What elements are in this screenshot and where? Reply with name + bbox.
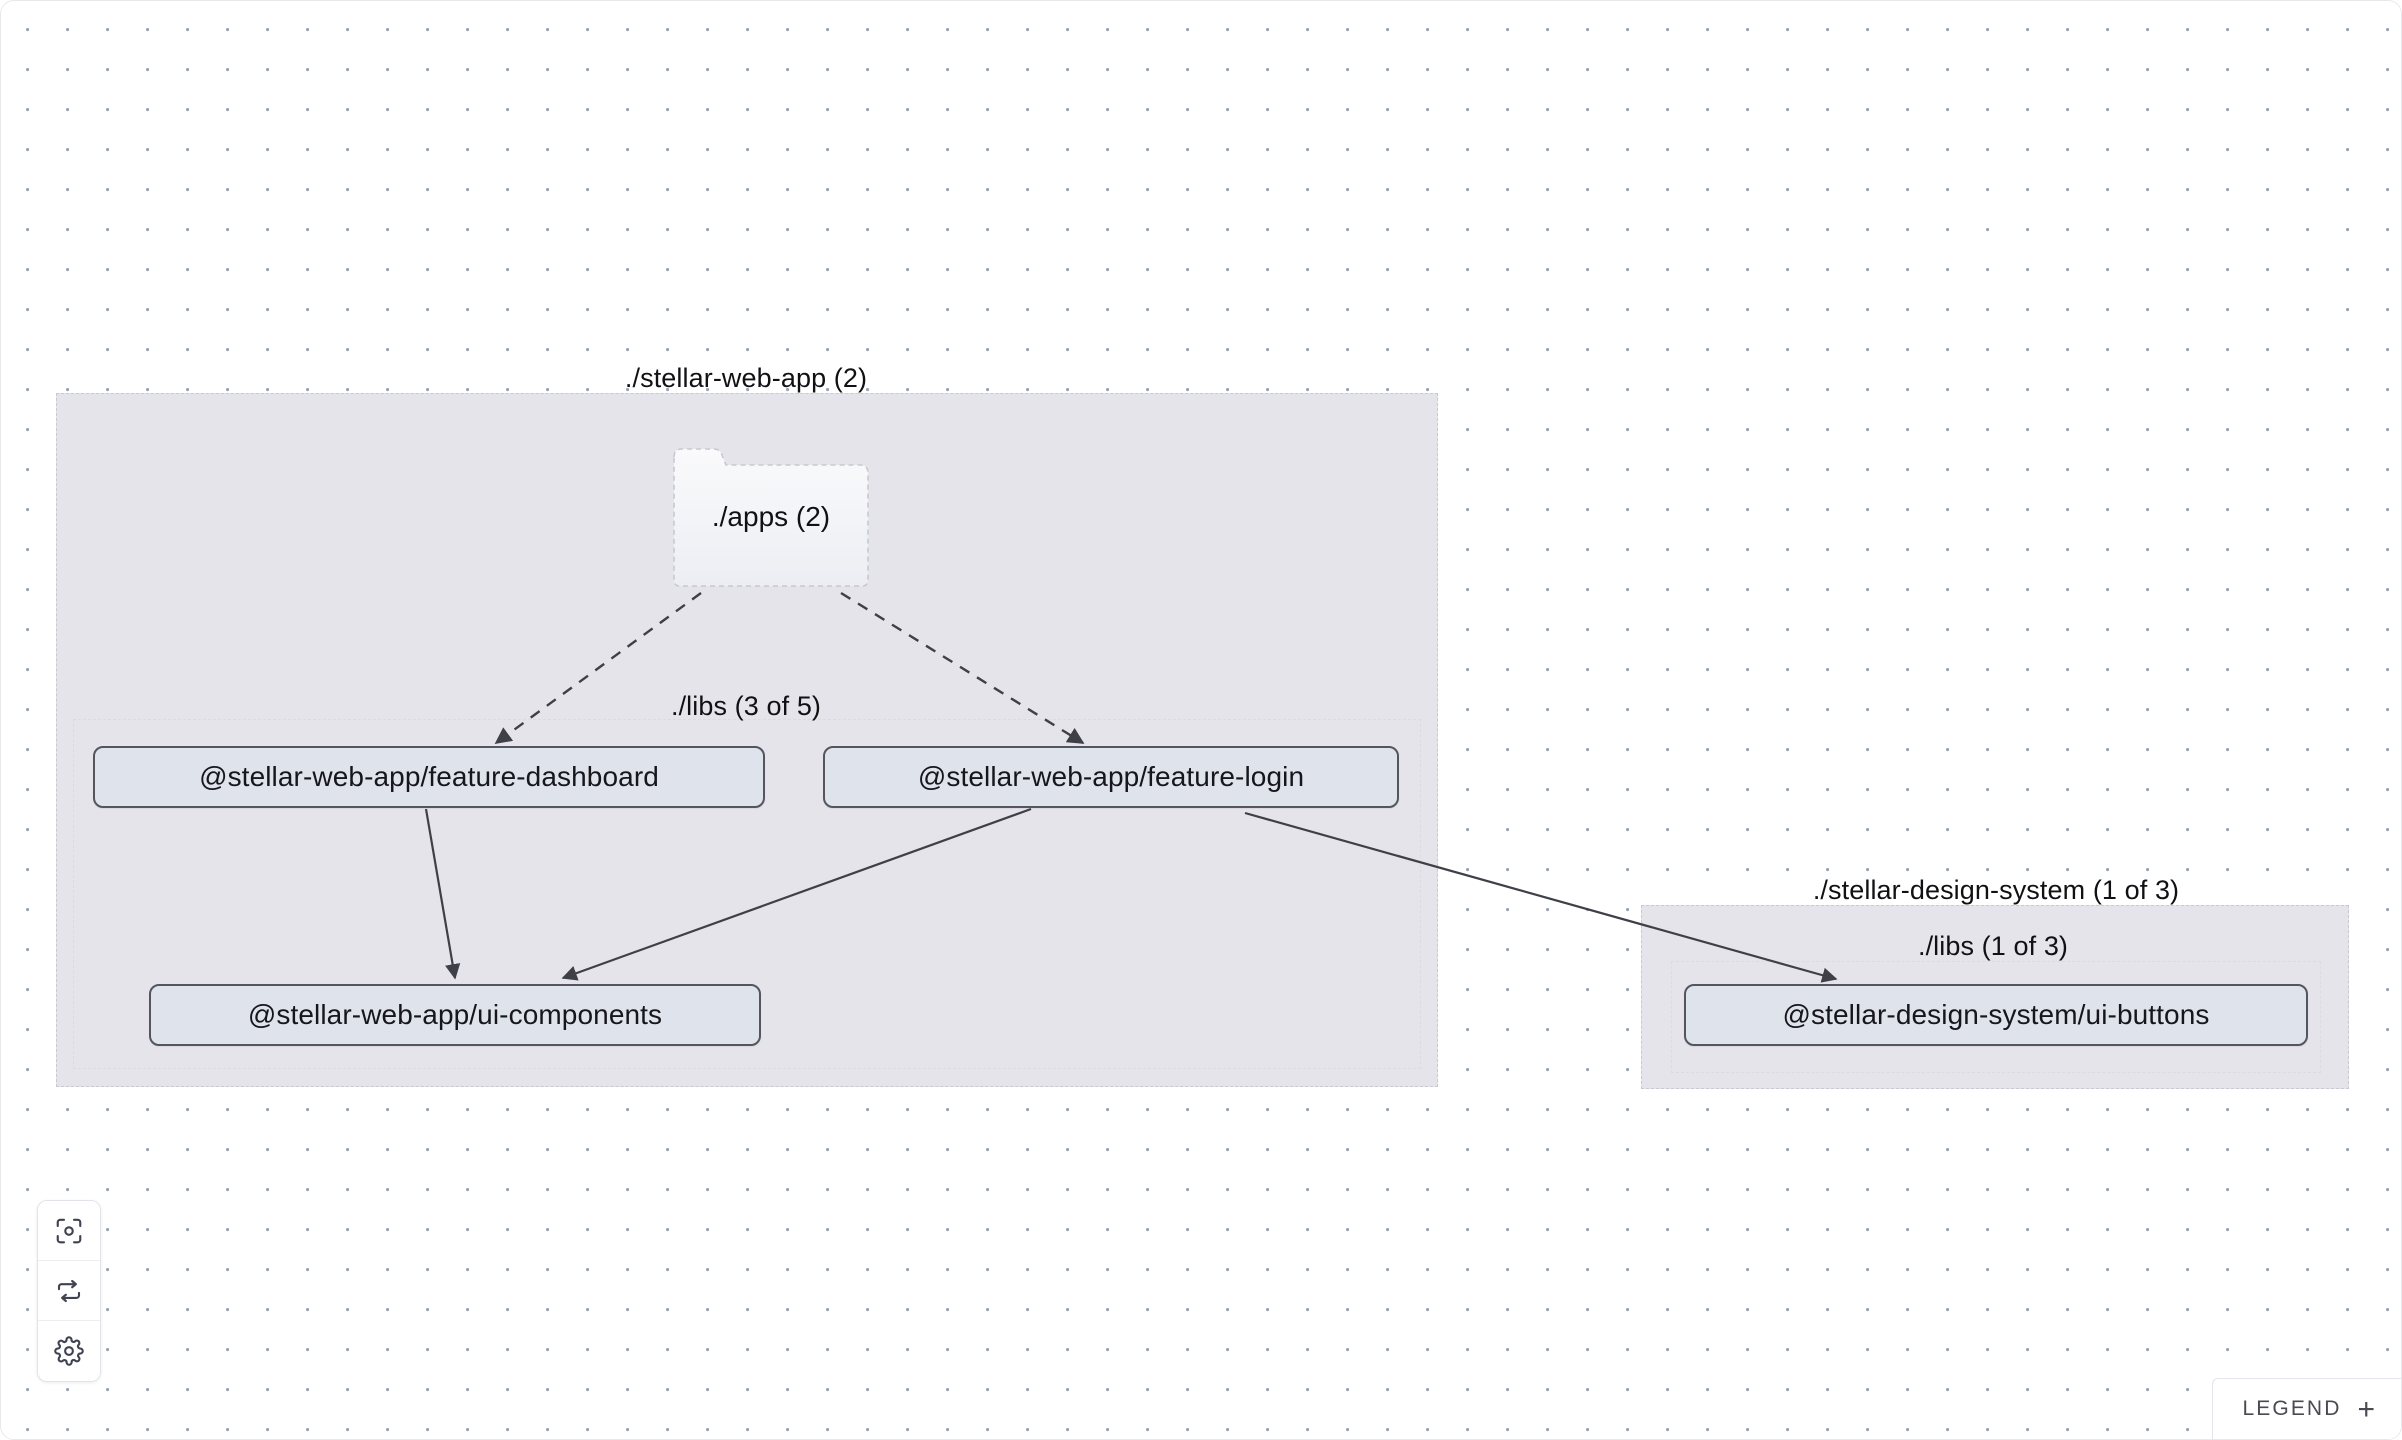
group-label-stellar-design-system: ./stellar-design-system (1 of 3)	[1812, 875, 2180, 905]
node-ui-components[interactable]: @stellar-web-app/ui-components	[149, 984, 761, 1046]
group-stellar-design-system-libs[interactable]	[1671, 961, 2321, 1073]
focus-target-icon	[56, 1218, 82, 1243]
legend-toggle[interactable]: LEGEND +	[2211, 1378, 2401, 1439]
folder-label-apps: ./apps (2)	[711, 500, 831, 532]
group-label-stellar-web-app: ./stellar-web-app (2)	[624, 363, 868, 393]
canvas-toolbar	[37, 1200, 101, 1382]
node-label-feature-dashboard: @stellar-web-app/feature-dashboard	[199, 761, 659, 792]
refresh-graph-button[interactable]	[38, 1261, 100, 1321]
group-label-stellar-web-app-libs: ./libs (3 of 5)	[670, 691, 822, 721]
node-ui-buttons[interactable]: @stellar-design-system/ui-buttons	[1684, 984, 2308, 1046]
node-label-ui-buttons: @stellar-design-system/ui-buttons	[1782, 999, 2210, 1030]
folder-icon	[673, 448, 869, 587]
gear-icon	[54, 1336, 84, 1366]
node-label-feature-login: @stellar-web-app/feature-login	[917, 761, 1305, 792]
focus-graph-button[interactable]	[38, 1201, 100, 1261]
refresh-icon	[57, 1279, 81, 1302]
legend-expand-icon: +	[2357, 1392, 2375, 1426]
node-label-ui-components: @stellar-web-app/ui-components	[247, 999, 663, 1030]
settings-button[interactable]	[38, 1321, 100, 1381]
node-feature-login[interactable]: @stellar-web-app/feature-login	[823, 746, 1399, 808]
group-label-stellar-design-system-libs: ./libs (1 of 3)	[1917, 931, 2069, 961]
folder-node-apps[interactable]: ./apps (2)	[670, 435, 872, 590]
legend-label: LEGEND	[2242, 1397, 2342, 1420]
node-feature-dashboard[interactable]: @stellar-web-app/feature-dashboard	[93, 746, 765, 808]
